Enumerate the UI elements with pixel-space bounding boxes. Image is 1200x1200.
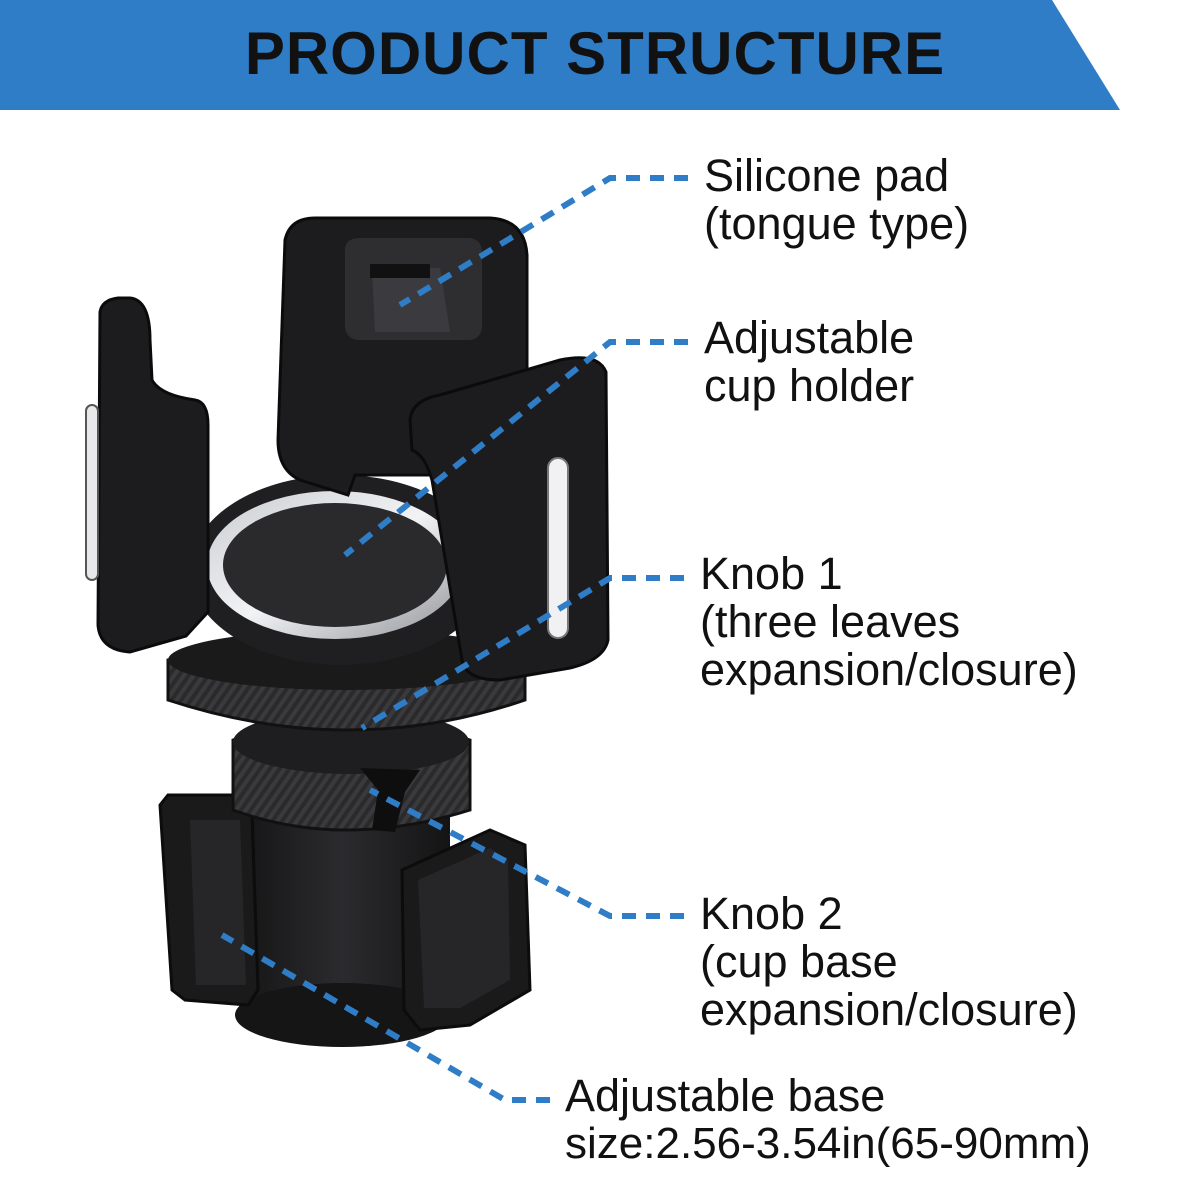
left-arm <box>85 296 210 654</box>
leader-base <box>220 932 550 1103</box>
callout-line: cup holder <box>704 360 915 411</box>
base-right-pad <box>400 828 532 1032</box>
callout-silicone-pad: Silicone pad (tongue type) <box>704 152 969 248</box>
center-disc <box>190 475 490 665</box>
callout-line: Knob 2 <box>700 888 843 939</box>
callout-cup-holder: Adjustable cup holder <box>704 314 914 410</box>
banner-shape <box>0 0 1120 110</box>
callout-line: size:2.56-3.54in(65-90mm) <box>565 1119 1091 1168</box>
callout-knob-1: Knob 1 (three leaves expansion/closure) <box>700 550 1078 694</box>
right-arm <box>408 356 610 682</box>
header-banner <box>0 0 1120 110</box>
leader-silicone-pad <box>398 175 688 308</box>
callout-line: Knob 1 <box>700 548 843 599</box>
callout-line: Adjustable <box>704 312 915 363</box>
leader-cup-holder <box>343 339 688 558</box>
callout-line: Silicone pad <box>704 150 950 201</box>
callout-line: (cup base <box>700 936 898 987</box>
leader-knob-2 <box>368 787 684 919</box>
callout-line: (tongue type) <box>704 198 970 249</box>
leader-knob-1 <box>360 575 684 731</box>
page-title: PRODUCT STRUCTURE <box>244 20 946 87</box>
callout-line: expansion/closure) <box>700 984 1078 1035</box>
callout-line: (three leaves <box>700 596 961 647</box>
callout-knob-2: Knob 2 (cup base expansion/closure) <box>700 890 1078 1034</box>
callout-base: Adjustable base size:2.56-3.54in(65-90mm… <box>565 1072 1091 1168</box>
callout-line: Adjustable base <box>565 1070 886 1121</box>
callout-line: expansion/closure) <box>700 644 1078 695</box>
base-left-pad <box>158 793 260 1007</box>
